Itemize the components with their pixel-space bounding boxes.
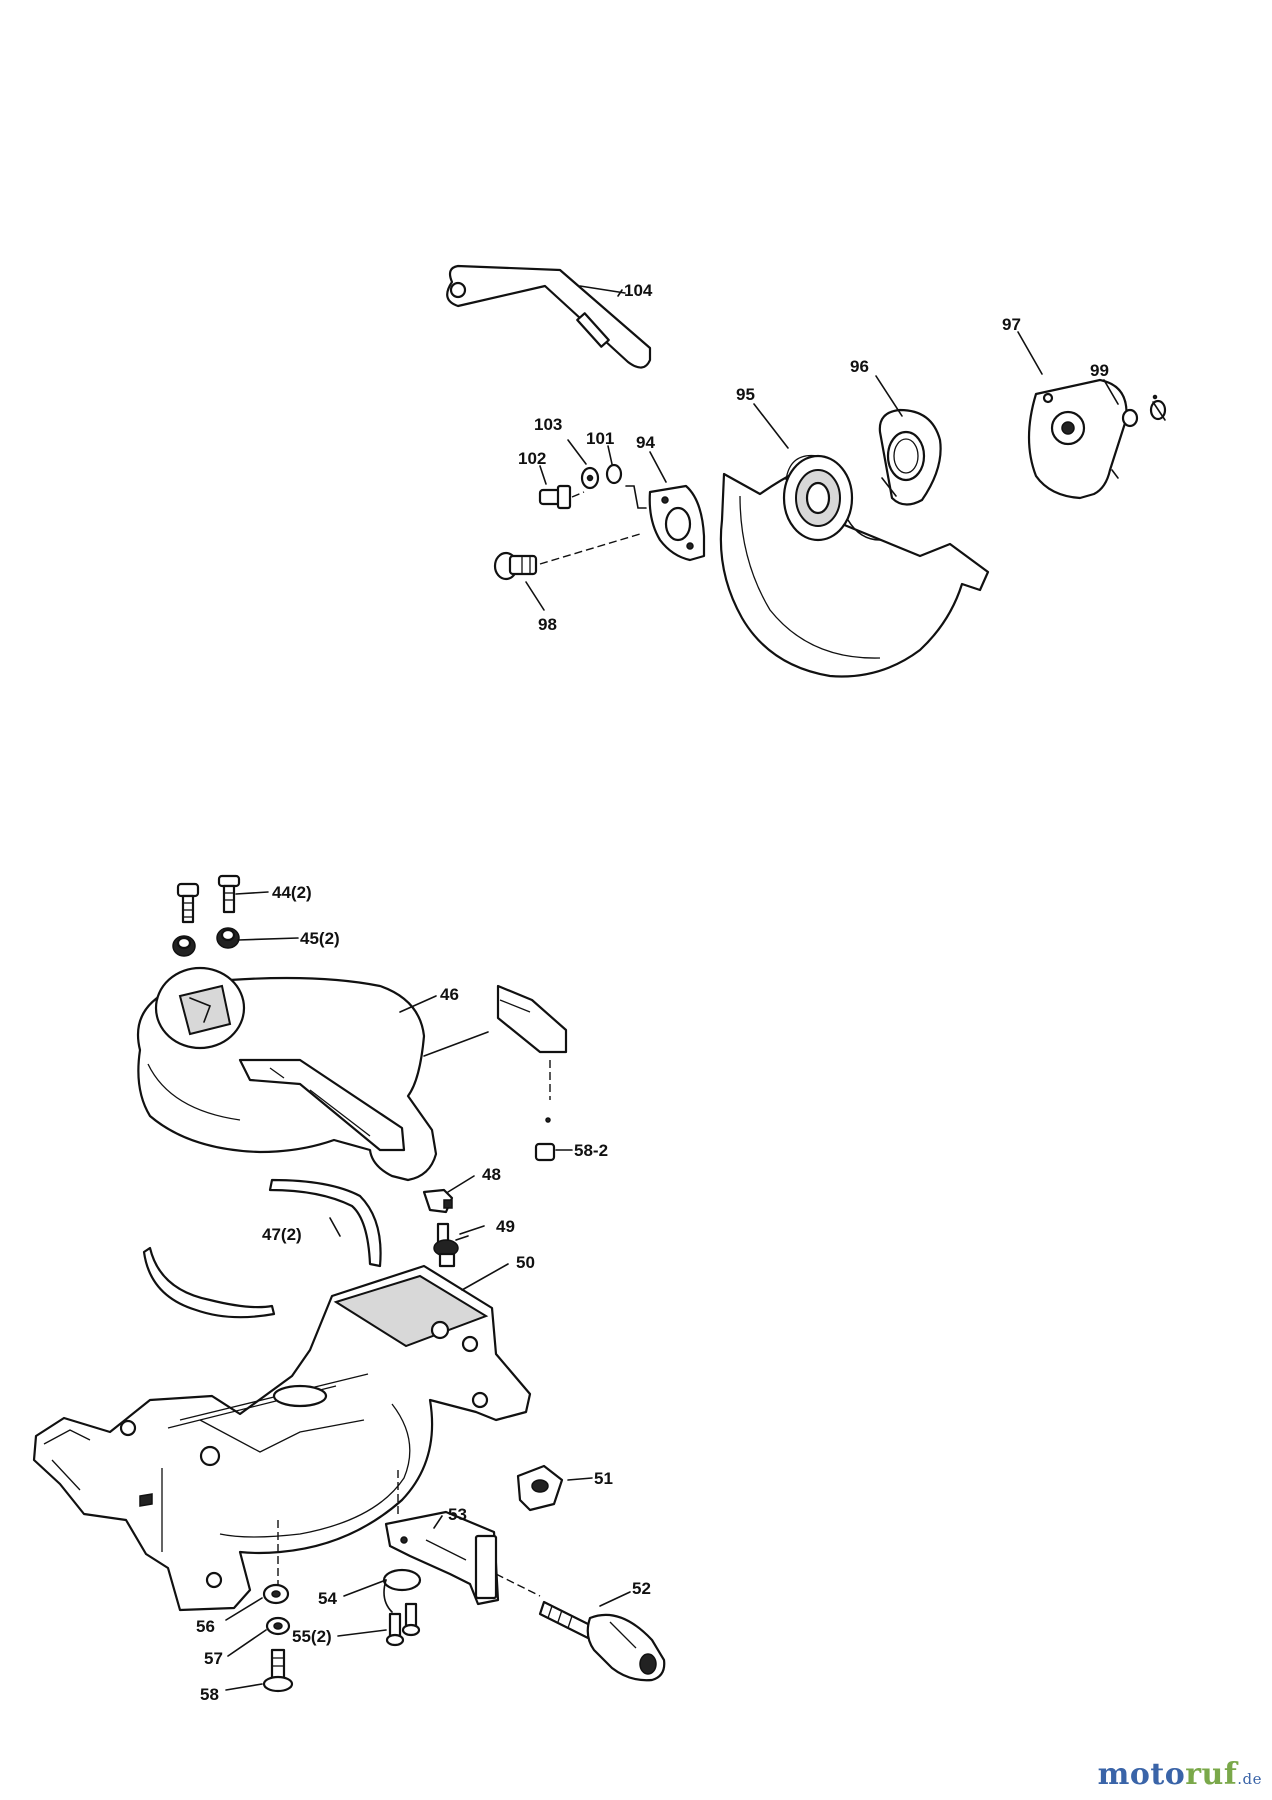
label-95: 95	[736, 385, 755, 404]
label-102: 102	[518, 449, 546, 468]
part-49-bolt	[433, 1222, 469, 1268]
label-51: 51	[594, 1469, 613, 1488]
part-47-curved-strips	[142, 1178, 382, 1319]
part-45-nuts	[172, 927, 240, 957]
part-101-nut	[605, 463, 623, 485]
part-57-washer	[265, 1616, 291, 1636]
label-50: 50	[516, 1253, 535, 1272]
label-94: 94	[636, 433, 655, 452]
label-57: 57	[204, 1649, 223, 1668]
label-53: 53	[448, 1505, 467, 1524]
label-45: 45(2)	[300, 929, 340, 948]
part-103-washer	[580, 466, 600, 490]
part-51-bracket	[516, 1464, 564, 1512]
label-46: 46	[440, 985, 459, 1004]
part-58-2-insert	[496, 984, 568, 1162]
part-46-turntable	[136, 966, 438, 1182]
label-58-2: 58-2	[574, 1141, 608, 1160]
watermark-part-1: moto	[1097, 1757, 1186, 1792]
part-53-lock-plate	[384, 1470, 500, 1606]
part-58-bolt	[262, 1648, 294, 1693]
part-99-washer-clip	[1121, 394, 1167, 428]
label-58: 58	[200, 1685, 219, 1704]
label-49: 49	[496, 1217, 515, 1236]
leader-lines-upper	[525, 289, 1119, 611]
part-52-handle	[495, 1573, 666, 1682]
part-44-bolts	[176, 874, 241, 924]
label-47: 47(2)	[262, 1225, 302, 1244]
label-97: 97	[1002, 315, 1021, 334]
label-44: 44(2)	[272, 883, 312, 902]
upper-assembly	[446, 264, 1167, 678]
label-96: 96	[850, 357, 869, 376]
label-55: 55(2)	[292, 1627, 332, 1646]
lower-assembly	[32, 874, 666, 1693]
label-56: 56	[196, 1617, 215, 1636]
label-52: 52	[632, 1579, 651, 1598]
label-48: 48	[482, 1165, 501, 1184]
label-101: 101	[586, 429, 614, 448]
part-104-bracket	[446, 264, 652, 369]
part-56-washer	[262, 1583, 290, 1605]
part-48-clip	[422, 1188, 454, 1214]
part-98-screw	[493, 551, 538, 581]
leader-lines-lower	[225, 891, 631, 1691]
part-50-base	[32, 1264, 532, 1612]
part-labels: 104 97 96 95 99 103 101 94 102 98 44(2) …	[196, 281, 1109, 1704]
part-102-pin	[538, 484, 572, 510]
part-97-cover-plate	[1027, 378, 1128, 500]
watermark-logo: motoruf.de	[1098, 1757, 1262, 1792]
label-104: 104	[624, 281, 653, 300]
part-96-collar	[878, 408, 942, 506]
label-98: 98	[538, 615, 557, 634]
part-95-blade-guard	[719, 454, 990, 678]
part-55-screws	[385, 1602, 421, 1647]
label-99: 99	[1090, 361, 1109, 380]
watermark-part-3: .de	[1237, 1770, 1262, 1788]
label-54: 54	[318, 1589, 337, 1608]
part-94-flange	[625, 484, 706, 562]
label-103: 103	[534, 415, 562, 434]
watermark-part-2: ruf	[1185, 1757, 1238, 1792]
